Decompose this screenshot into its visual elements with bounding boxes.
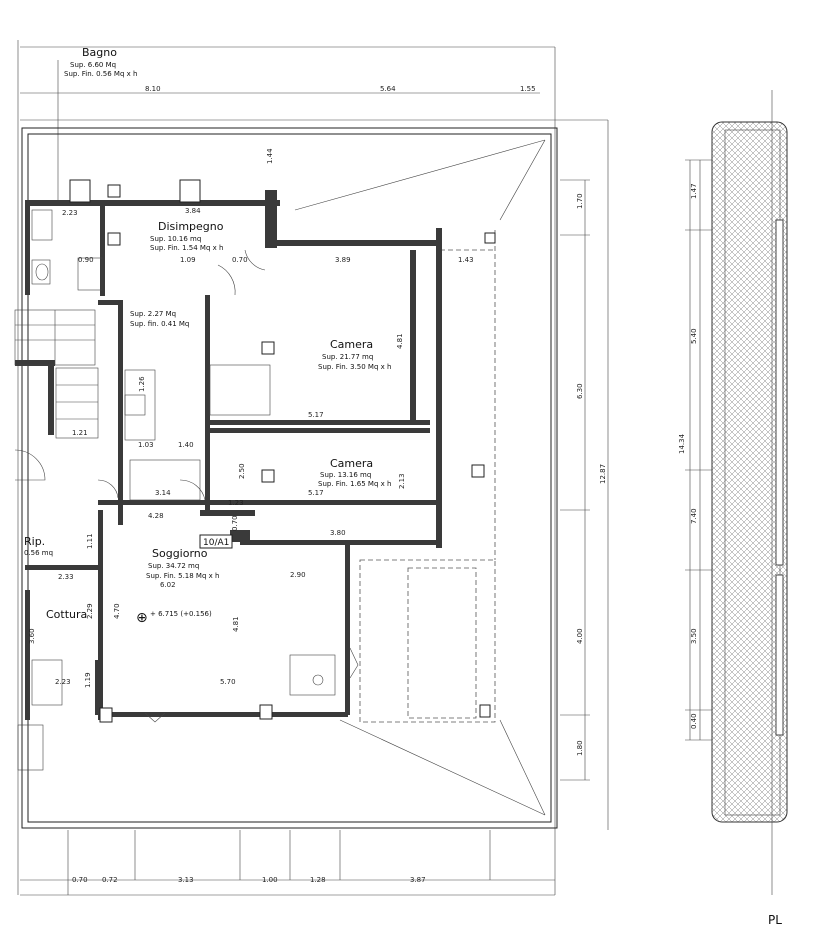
dim-213: 2.13 <box>398 473 406 489</box>
room-name-camera-2: Camera <box>330 457 373 470</box>
terrace-dashed-area <box>359 559 496 723</box>
dim-109: 1.09 <box>180 256 196 264</box>
dim-170: 1.70 <box>576 193 584 209</box>
bathroom-fixtures <box>31 209 103 291</box>
unit-tag: 10/A1 <box>203 538 229 548</box>
dim-360: 3.60 <box>28 628 36 644</box>
room-name-rip: Rip. <box>24 535 45 548</box>
door-swings <box>97 249 359 723</box>
dim-180: 1.80 <box>576 740 584 756</box>
dim-143: 1.43 <box>458 256 474 264</box>
dim-top-b: 5.64 <box>380 85 396 93</box>
dim-384: 3.84 <box>185 207 201 215</box>
dim-223: 2.23 <box>62 209 78 217</box>
dim-470: 4.70 <box>113 603 121 619</box>
dim-b-072: 0.72 <box>102 876 118 884</box>
dim-top-c: 1.55 <box>520 85 536 93</box>
dim-b-070: 0.70 <box>72 876 88 884</box>
dim-s-1434: 14.34 <box>678 433 686 454</box>
room-area-disimpegno: Sup. 10.16 mq <box>150 235 201 243</box>
room-area2-camera-1: Sup. Fin. 3.50 Mq x h <box>318 363 391 371</box>
dim-b-100: 1.00 <box>262 876 278 884</box>
dim-s-740: 7.40 <box>690 508 698 524</box>
section-elevation <box>685 90 788 895</box>
room-area-soggiorno: Sup. 34.72 mq <box>148 562 199 570</box>
dim-070a: 0.70 <box>232 256 248 264</box>
stairs <box>14 309 99 481</box>
room-area2-soggiorno: Sup. Fin. 5.18 Mq x h <box>146 572 219 580</box>
dim-s-147: 1.47 <box>690 183 698 199</box>
dim-126: 1.26 <box>138 376 146 392</box>
room-area2-ripostiglio: Sup. fin. 0.41 Mq <box>130 320 189 328</box>
dim-314: 3.14 <box>155 489 171 497</box>
dim-517b: 5.17 <box>308 489 324 497</box>
dim-144: 1.44 <box>266 148 274 164</box>
outer-dimension-frame <box>17 40 609 896</box>
dim-380: 3.80 <box>330 529 346 537</box>
room-area2-camera-2: Sup. Fin. 1.65 Mq x h <box>318 480 391 488</box>
room-name-camera-1: Camera <box>330 338 373 351</box>
room-area-bagno: Sup. 6.60 Mq <box>70 61 116 69</box>
dim-s-540: 5.40 <box>690 328 698 344</box>
corner-label: PL <box>768 913 782 926</box>
room-name-disimpegno: Disimpegno <box>158 220 224 233</box>
dim-223b: 2.23 <box>55 678 71 686</box>
windows <box>69 179 496 723</box>
dim-481b: 4.81 <box>232 616 240 632</box>
room-area-ripostiglio: Sup. 2.27 Mq <box>130 310 176 318</box>
building-outline <box>21 127 558 829</box>
room-name-cottura: Cottura <box>46 608 87 621</box>
dim-b-128: 1.28 <box>310 876 326 884</box>
dim-119: 1.19 <box>84 672 92 688</box>
terrace-inner-area <box>407 567 477 719</box>
dimension-labels: 8.10 5.64 1.55 3.84 1.44 2.23 0.90 1.09 … <box>28 85 698 884</box>
dim-111: 1.11 <box>86 533 94 549</box>
dim-517: 5.17 <box>308 411 324 419</box>
dim-140: 1.40 <box>178 441 194 449</box>
dim-123: 1.23 <box>228 499 244 507</box>
kitchen-fixtures <box>17 654 336 771</box>
dim-250: 2.50 <box>238 463 246 479</box>
dim-389: 3.89 <box>335 256 351 264</box>
dim-481: 4.81 <box>396 333 404 349</box>
dim-b-313: 3.13 <box>178 876 194 884</box>
dim-121: 1.21 <box>72 429 88 437</box>
wardrobe <box>124 364 271 501</box>
level-marker-icon: ⊕ <box>136 610 148 626</box>
dim-090: 0.90 <box>78 256 94 264</box>
dim-570: 5.70 <box>220 678 236 686</box>
room-area-camera-1: Sup. 21.77 mq <box>322 353 373 361</box>
dim-s-350: 3.50 <box>690 628 698 644</box>
dim-1287: 12.87 <box>599 464 607 484</box>
dim-229: 2.29 <box>86 603 94 619</box>
interior-walls <box>15 190 442 720</box>
dim-290: 2.90 <box>290 571 306 579</box>
dim-602: 6.02 <box>160 581 176 589</box>
room-area-camera-2: Sup. 13.16 mq <box>320 471 371 479</box>
room-area-rip: 0.56 mq <box>24 549 53 557</box>
dim-103: 1.03 <box>138 441 154 449</box>
dim-428: 4.28 <box>148 512 164 520</box>
room-name-soggiorno: Soggiorno <box>152 547 208 560</box>
level-note: + 6.715 (+0.156) <box>150 610 212 618</box>
dim-233: 2.33 <box>58 573 74 581</box>
unit-tag-box <box>199 534 233 549</box>
room-area2-disimpegno: Sup. Fin. 1.54 Mq x h <box>150 244 223 252</box>
dim-s-040: 0.40 <box>690 713 698 729</box>
dim-top-a: 8.10 <box>145 85 161 93</box>
dim-b-387: 3.87 <box>410 876 426 884</box>
dim-400: 4.00 <box>576 628 584 644</box>
dim-070: 0.70 <box>231 515 239 531</box>
room-name-bagno: Bagno <box>82 46 117 59</box>
dim-630: 6.30 <box>576 383 584 399</box>
room-area2-bagno: Sup. Fin. 0.56 Mq x h <box>64 70 137 78</box>
